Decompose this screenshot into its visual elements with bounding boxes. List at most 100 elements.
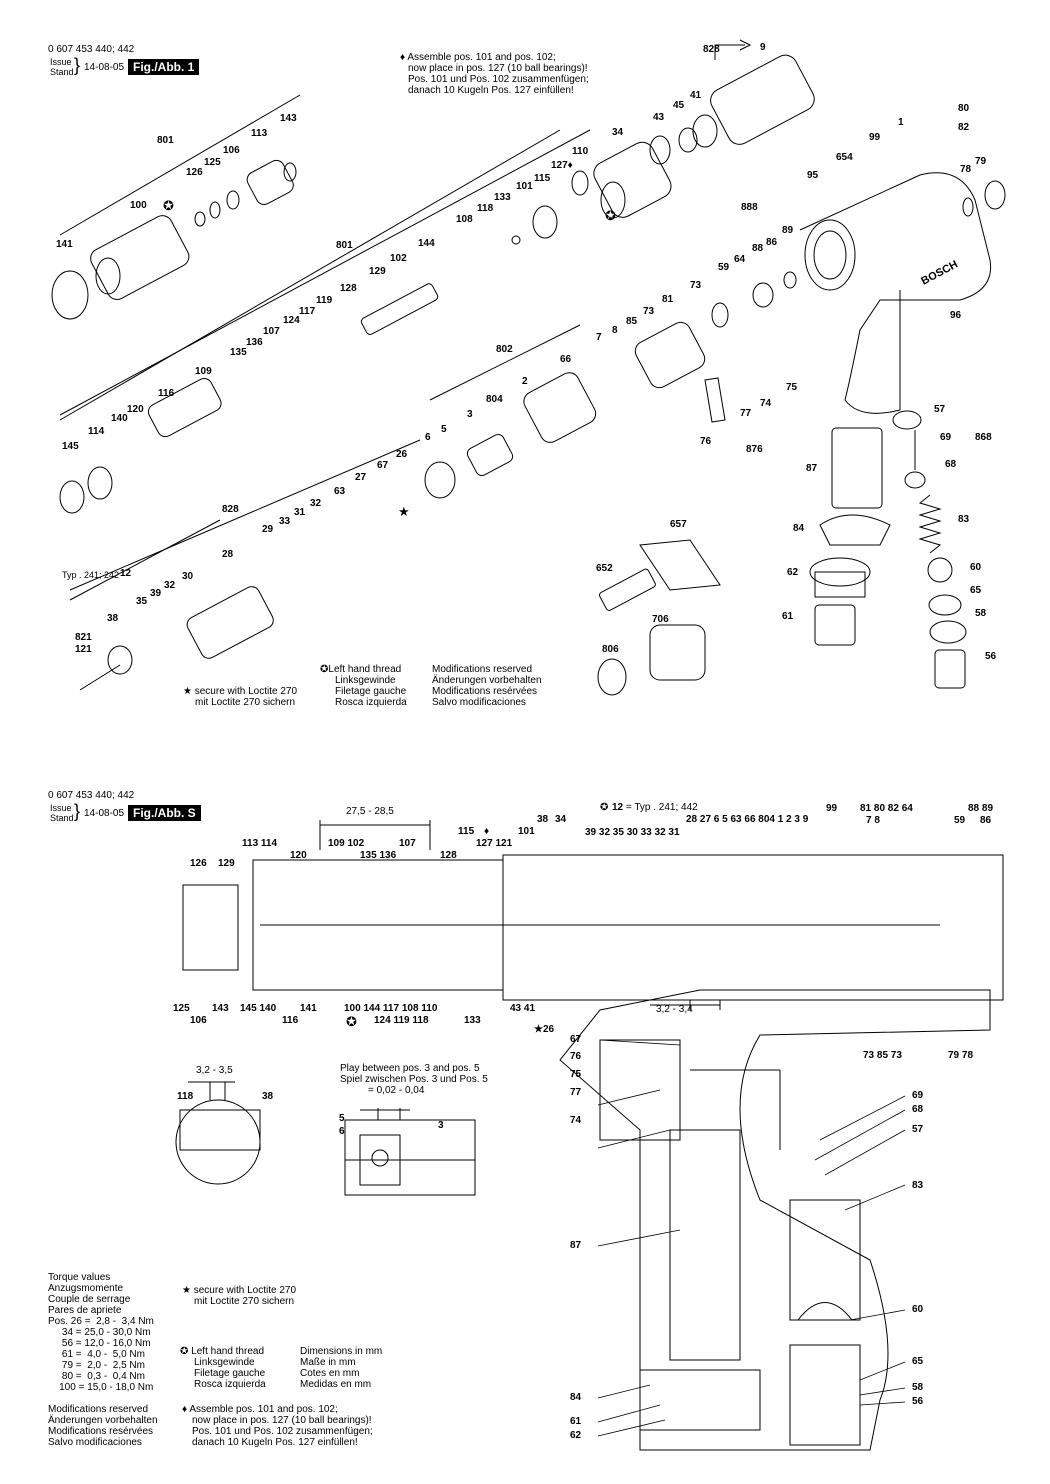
part-callout-number: 43 41 bbox=[510, 1003, 536, 1014]
part-callout-number: 143 bbox=[212, 1003, 229, 1014]
torque-row: Pos. 26 = 2,8 - 3,4 Nm bbox=[48, 1316, 154, 1327]
star-icon: ★ bbox=[398, 504, 410, 519]
torque-row: 79 = 2,0 - 2,5 Nm bbox=[48, 1360, 145, 1371]
part-callout-number: 109 102 bbox=[328, 838, 365, 849]
part-callout-number: 135 136 bbox=[360, 850, 397, 861]
part-callout-number: 706 bbox=[652, 614, 669, 625]
part-callout-number: 76 bbox=[570, 1051, 582, 1062]
part-callout-number: 75 bbox=[570, 1069, 582, 1080]
part-callout-number: 56 bbox=[912, 1396, 924, 1407]
part-callout-number: 69 bbox=[940, 432, 952, 443]
diamond-icon: ♦ bbox=[182, 1404, 190, 1415]
part-callout-number: ★26 bbox=[534, 1024, 555, 1035]
figure-label: Fig./Abb. S bbox=[128, 805, 201, 821]
part-callout-number: 802 bbox=[496, 344, 513, 355]
part-callout-number: 116 bbox=[158, 388, 175, 399]
part-callout-number: 117 bbox=[299, 306, 316, 317]
legend-line: Modifications resérvées bbox=[48, 1426, 154, 1437]
part-callout-number: 2 bbox=[522, 376, 528, 387]
part-callout-number: 128 bbox=[340, 283, 357, 294]
legend-line: Medidas en mm bbox=[300, 1379, 372, 1390]
part-callout-number: 65 bbox=[970, 585, 982, 596]
part-callout-number: 868 bbox=[975, 432, 992, 443]
part-callout-number: 121 bbox=[75, 644, 92, 655]
legend-line: Linksgewinde bbox=[335, 675, 396, 686]
left-thread-icon: ✪ bbox=[163, 198, 174, 213]
part-callout-number: 28 27 6 5 63 66 804 1 2 3 9 bbox=[686, 814, 809, 825]
part-callout-number: 59 bbox=[954, 815, 966, 826]
part-callout-number: 126 bbox=[186, 167, 203, 178]
part-callout-number: 801 bbox=[157, 135, 174, 146]
part-callout-number: 114 bbox=[88, 426, 105, 437]
part-callout-number: 81 80 82 64 bbox=[860, 803, 913, 814]
part-callout-number: 84 bbox=[793, 523, 805, 534]
part-callout-number: 66 bbox=[560, 354, 572, 365]
play-note: Play between pos. 3 and pos. 5 Spiel zwi… bbox=[340, 1063, 488, 1096]
part-callout-number: 125 bbox=[204, 157, 221, 168]
part-callout-number: 30 bbox=[182, 571, 194, 582]
left-thread-icon: ✪ bbox=[600, 802, 609, 813]
part-callout-number: 58 bbox=[975, 608, 987, 619]
part-callout-number: 101 bbox=[516, 181, 533, 192]
part-callout-number: 83 bbox=[958, 514, 970, 525]
legend-line: Play between pos. 3 and pos. 5 bbox=[340, 1063, 480, 1074]
legend-line: = 0,02 - 0,04 bbox=[368, 1085, 425, 1096]
part-callout-number: 58 bbox=[912, 1382, 924, 1393]
part-callout-number: 61 bbox=[570, 1416, 582, 1427]
legend-line: Dimensions in mm bbox=[300, 1346, 383, 1357]
part-callout-number: 801 bbox=[336, 240, 353, 251]
part-callout-number: 119 bbox=[316, 295, 333, 306]
part-callout-number: 99 bbox=[826, 803, 838, 814]
part-callout-number: 135 bbox=[230, 347, 247, 358]
part-callout-number: 129 bbox=[369, 266, 386, 277]
diamond-icon: ♦ bbox=[484, 826, 490, 837]
part-callout-number: 888 bbox=[741, 202, 758, 213]
part-callout-number: 61 bbox=[782, 611, 794, 622]
part-callout-number: 115 bbox=[534, 173, 551, 184]
assembly-note: ♦ Assemble pos. 101 and pos. 102; now pl… bbox=[182, 1404, 373, 1448]
torque-values-heading: Torque values Anzugsmomente Couple de se… bbox=[48, 1272, 130, 1316]
part-callout-number: 60 bbox=[970, 562, 982, 573]
legend-line: Filetage gauche bbox=[194, 1368, 266, 1379]
legend-line: ★ secure with Loctite 270 bbox=[182, 1285, 297, 1296]
part-callout-number: 129 bbox=[218, 858, 235, 869]
modifications-legend: Modifications reserved Änderungen vorbeh… bbox=[48, 1404, 158, 1448]
part-callout-number: 76 bbox=[700, 436, 712, 447]
legend-line: mit Loctite 270 sichern bbox=[195, 697, 296, 708]
part-callout-number: 8 bbox=[612, 325, 618, 336]
part-callout-number: 34 bbox=[555, 814, 567, 825]
part-callout-number: 68 bbox=[912, 1104, 924, 1115]
part-callout-number: 38 bbox=[107, 613, 119, 624]
torque-row: 80 = 0,3 - 0,4 Nm bbox=[48, 1371, 145, 1382]
part-callout-number: 87 bbox=[570, 1240, 582, 1251]
part-callout-number: 26 bbox=[396, 449, 408, 460]
axis-line-2 bbox=[59, 129, 591, 416]
part-callout-number: 806 bbox=[602, 644, 619, 655]
brace: } bbox=[74, 801, 81, 821]
part-callout-number: 77 bbox=[740, 408, 752, 419]
part-callout-number: 89 bbox=[782, 225, 794, 236]
issue-date: 14-08-05 bbox=[84, 62, 125, 73]
dimension-label: 27,5 - 28,5 bbox=[346, 806, 394, 817]
part-callout-number: 101 bbox=[518, 826, 535, 837]
part-callout-number: 79 78 bbox=[948, 1050, 974, 1061]
part-callout-number: 5 bbox=[441, 424, 447, 435]
part-callout-number: 118 bbox=[177, 1091, 194, 1102]
part-callout-number: 120 bbox=[127, 404, 144, 415]
part-callout-number: 107 bbox=[263, 326, 280, 337]
part-callout-number: 109 bbox=[195, 366, 212, 377]
part-callout-number: 62 bbox=[787, 567, 799, 578]
legend-line: Couple de serrage bbox=[48, 1294, 131, 1305]
part-callout-number: 95 bbox=[807, 170, 819, 181]
part-callout-number: 62 bbox=[570, 1430, 582, 1441]
part-callout-number: 127♦ bbox=[551, 160, 573, 171]
part-callout-number: 127 121 bbox=[476, 838, 513, 849]
type-note-bottom: 12 = Typ . 241; 442 bbox=[612, 802, 698, 813]
part-callout-number: 124 bbox=[283, 315, 300, 326]
legend-line: ♦ Assemble pos. 101 and pos. 102; bbox=[182, 1404, 338, 1415]
part-callout-number: 107 bbox=[399, 838, 416, 849]
dimensions-legend: Dimensions in mm Maße in mm Cotes en mm … bbox=[300, 1346, 382, 1390]
part-callout-number: 5 bbox=[339, 1113, 345, 1124]
legend-line: Linksgewinde bbox=[194, 1357, 255, 1368]
